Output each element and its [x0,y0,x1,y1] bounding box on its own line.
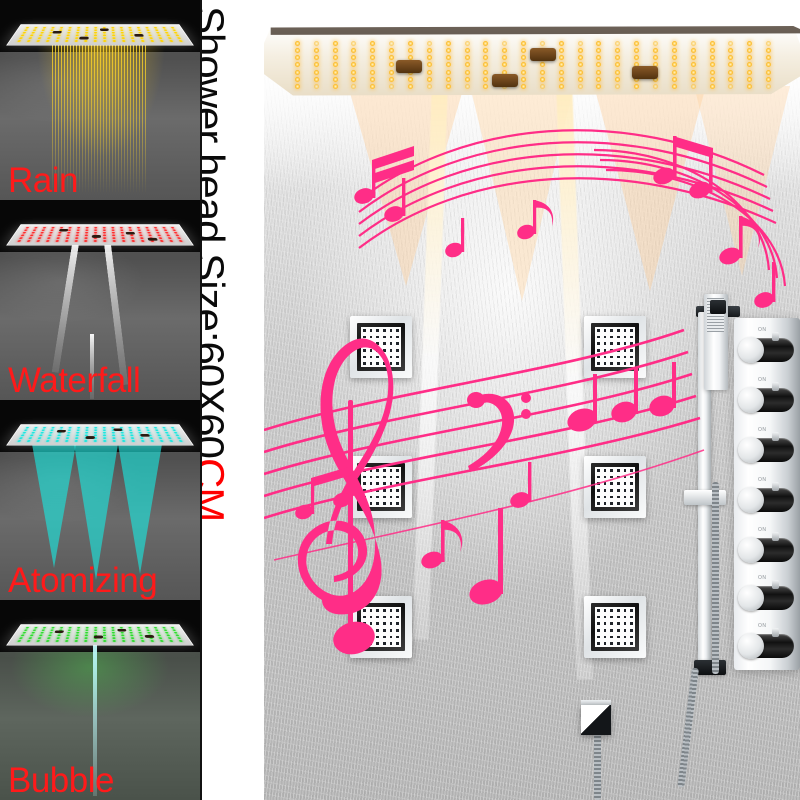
knob-mark: ON [758,327,767,333]
jet-nozzle-grid [595,467,635,507]
valve-knob[interactable]: ON [738,575,796,612]
valve-knob[interactable]: ON [738,527,796,564]
knob-mark: ON [758,575,767,581]
knob-mark: ON [758,623,767,629]
body-jet[interactable] [584,456,646,518]
wall-water-outlet[interactable] [581,705,611,735]
knob-mark: ON [758,477,767,483]
body-jet[interactable] [584,596,646,658]
body-jet[interactable] [350,316,412,378]
jet-nozzle-grid [361,607,401,647]
thumb-spray [0,444,200,600]
main-product-scene: ON ON ON ON ON ON [264,0,800,800]
thumb-shower-panel [6,424,194,446]
thumb-label-atomizing: Atomizing [8,561,158,600]
shower-hose [594,730,601,800]
size-banner-text: Shower head Size:60X60CM [200,6,233,522]
thumbnail-atomizing[interactable]: Atomizing [0,400,200,600]
thumb-led-grid [13,426,186,443]
hand-shower-wand[interactable] [704,294,728,390]
thumb-led-grid [13,626,186,643]
wand-holder[interactable] [710,300,726,314]
ceiling-led-array [288,40,778,90]
thumb-label-waterfall: Waterfall [8,361,141,400]
thumb-shower-panel [6,624,194,646]
thumb-shower-panel [6,224,194,246]
knob-mark: ON [758,527,767,533]
knob-mark: ON [758,377,767,383]
ceiling-nozzle [396,60,422,73]
ceiling-nozzle [530,48,556,61]
thumbnail-rain[interactable]: Rain [0,0,200,200]
valve-knob[interactable]: ON [738,427,796,464]
size-banner-main: Shower head Size:60X60 [200,6,233,458]
thumb-spray [0,244,200,400]
thumbnail-waterfall[interactable]: Waterfall [0,200,200,400]
thumb-shower-panel [6,24,194,46]
ceiling-nozzle [492,74,518,87]
body-jet[interactable] [350,456,412,518]
body-jet[interactable] [584,316,646,378]
jet-nozzle-grid [361,327,401,367]
valve-knob[interactable]: ON [738,377,796,414]
shower-hose [712,482,719,674]
size-banner-unit: CM [200,458,233,522]
size-banner: Shower head Size:60X60CM [200,0,266,800]
thermostatic-valve-panel: ON ON ON ON ON ON [734,318,800,670]
mode-thumbnail-strip: Rain Waterfall [0,0,200,800]
thumb-spray [0,44,200,200]
thumbnail-bubble[interactable]: Bubble [0,600,200,800]
thumb-wall [0,652,200,800]
jet-nozzle-grid [595,327,635,367]
slide-bar[interactable] [698,312,711,666]
thumb-label-rain: Rain [8,161,78,200]
ceiling-shower-head [264,26,800,100]
thumb-wall [0,252,200,400]
valve-knob[interactable]: ON [738,327,796,364]
valve-knob[interactable]: ON [738,623,796,660]
wall-outlet-top [581,700,611,707]
knob-mark: ON [758,427,767,433]
body-jet[interactable] [350,596,412,658]
slide-bar-bottom-bracket[interactable] [694,660,726,675]
jet-nozzle-grid [361,467,401,507]
slide-bar-lower-bracket[interactable] [684,490,726,505]
thumb-label-bubble: Bubble [8,761,114,800]
valve-knob[interactable]: ON [738,477,796,514]
thumb-spray [0,644,200,800]
ceiling-nozzle [632,66,658,79]
jet-nozzle-grid [595,607,635,647]
